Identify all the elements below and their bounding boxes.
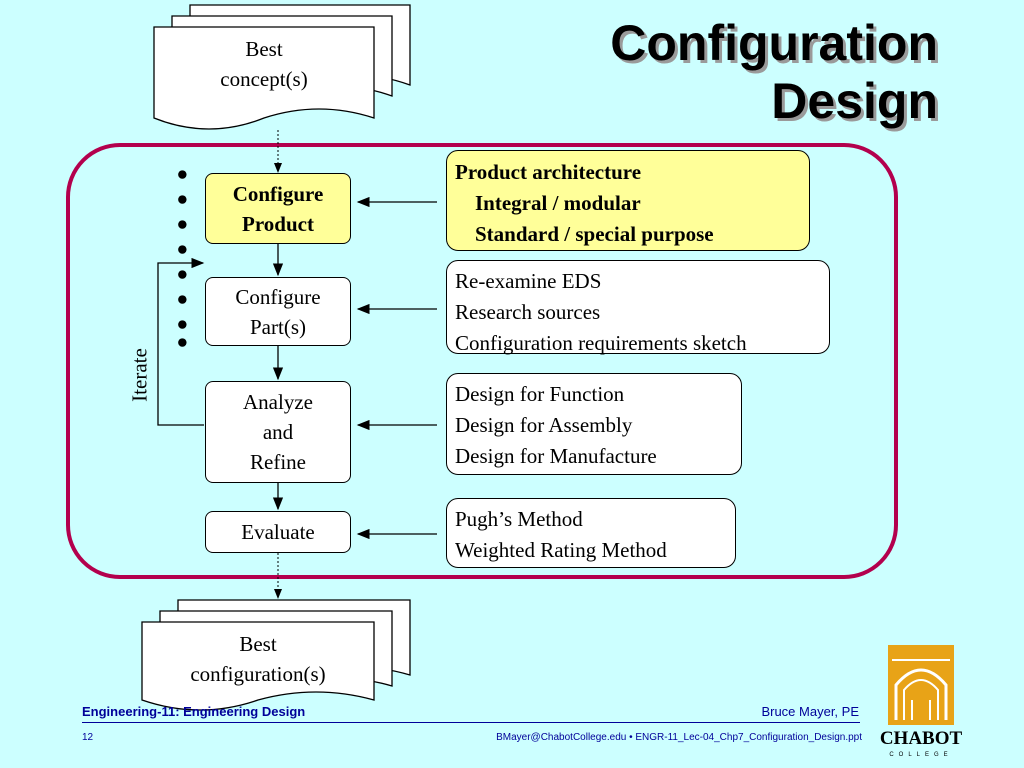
chabot-logo-name: CHABOT bbox=[879, 728, 963, 749]
info-2-line-3: Configuration requirements sketch bbox=[455, 331, 747, 355]
step-3-line-3: Refine bbox=[250, 450, 306, 474]
footer-author: Bruce Mayer, PE bbox=[761, 704, 859, 719]
info-4-line-2: Weighted Rating Method bbox=[455, 538, 667, 562]
info-4-line-1: Pugh’s Method bbox=[455, 507, 583, 531]
chabot-logo-graphic bbox=[888, 645, 954, 725]
info-product-architecture: Product architecture Integral / modular … bbox=[446, 150, 810, 251]
info-2-line-2: Research sources bbox=[455, 300, 601, 324]
step-analyze-refine: Analyze and Refine bbox=[205, 381, 351, 483]
footer-course: Engineering-11: Engineering Design bbox=[82, 704, 306, 719]
footer-file-info: BMayer@ChabotCollege.edu • ENGR-11_Lec-0… bbox=[496, 732, 862, 743]
info-1-line-3: Standard / special purpose bbox=[475, 222, 714, 246]
info-evaluation-methods: Pugh’s Method Weighted Rating Method bbox=[446, 498, 736, 568]
info-1-line-2: Integral / modular bbox=[475, 191, 641, 215]
slide-title: Configuration Design bbox=[610, 14, 938, 130]
output-document-stack bbox=[141, 599, 411, 711]
step-3-line-1: Analyze bbox=[243, 390, 313, 414]
process-frame bbox=[66, 143, 898, 579]
title-line-1: Configuration bbox=[610, 15, 938, 71]
output-doc-line-2: configuration(s) bbox=[190, 662, 326, 686]
info-1-line-1: Product architecture bbox=[455, 160, 642, 184]
info-reexamine: Re-examine EDS Research sources Configur… bbox=[446, 260, 830, 355]
input-doc-line-1: Best bbox=[245, 37, 283, 61]
input-document-stack bbox=[153, 4, 411, 130]
info-3-line-1: Design for Function bbox=[455, 382, 625, 406]
step-1-line-2: Product bbox=[242, 211, 314, 236]
info-3-line-2: Design for Assembly bbox=[455, 413, 633, 437]
step-evaluate: Evaluate bbox=[205, 511, 351, 553]
step-2-line-1: Configure bbox=[235, 284, 321, 309]
step-configure-parts: Configure Part(s) bbox=[205, 277, 351, 346]
iterate-label: Iterate bbox=[127, 348, 152, 402]
output-doc-line-1: Best bbox=[239, 632, 277, 656]
iterate-loop bbox=[157, 257, 205, 426]
input-document-label: Best concept(s) bbox=[154, 34, 374, 94]
title-line-2: Design bbox=[771, 73, 938, 129]
footer-divider bbox=[82, 722, 860, 723]
step-1-line-1: Configure bbox=[232, 181, 324, 206]
output-document-label: Best configuration(s) bbox=[142, 629, 374, 689]
step-2-line-2: Part(s) bbox=[250, 314, 306, 339]
step-3-line-2: and bbox=[262, 420, 294, 444]
step-4-line-1: Evaluate bbox=[241, 520, 315, 544]
input-doc-line-2: concept(s) bbox=[220, 67, 308, 91]
chabot-logo-sub: COLLEGE bbox=[889, 752, 953, 758]
info-3-line-3: Design for Manufacture bbox=[455, 444, 657, 468]
page-number: 12 bbox=[82, 732, 94, 743]
info-2-line-1: Re-examine EDS bbox=[455, 269, 602, 293]
step-configure-product: Configure Product bbox=[205, 173, 351, 244]
info-design-for: Design for Function Design for Assembly … bbox=[446, 373, 742, 475]
